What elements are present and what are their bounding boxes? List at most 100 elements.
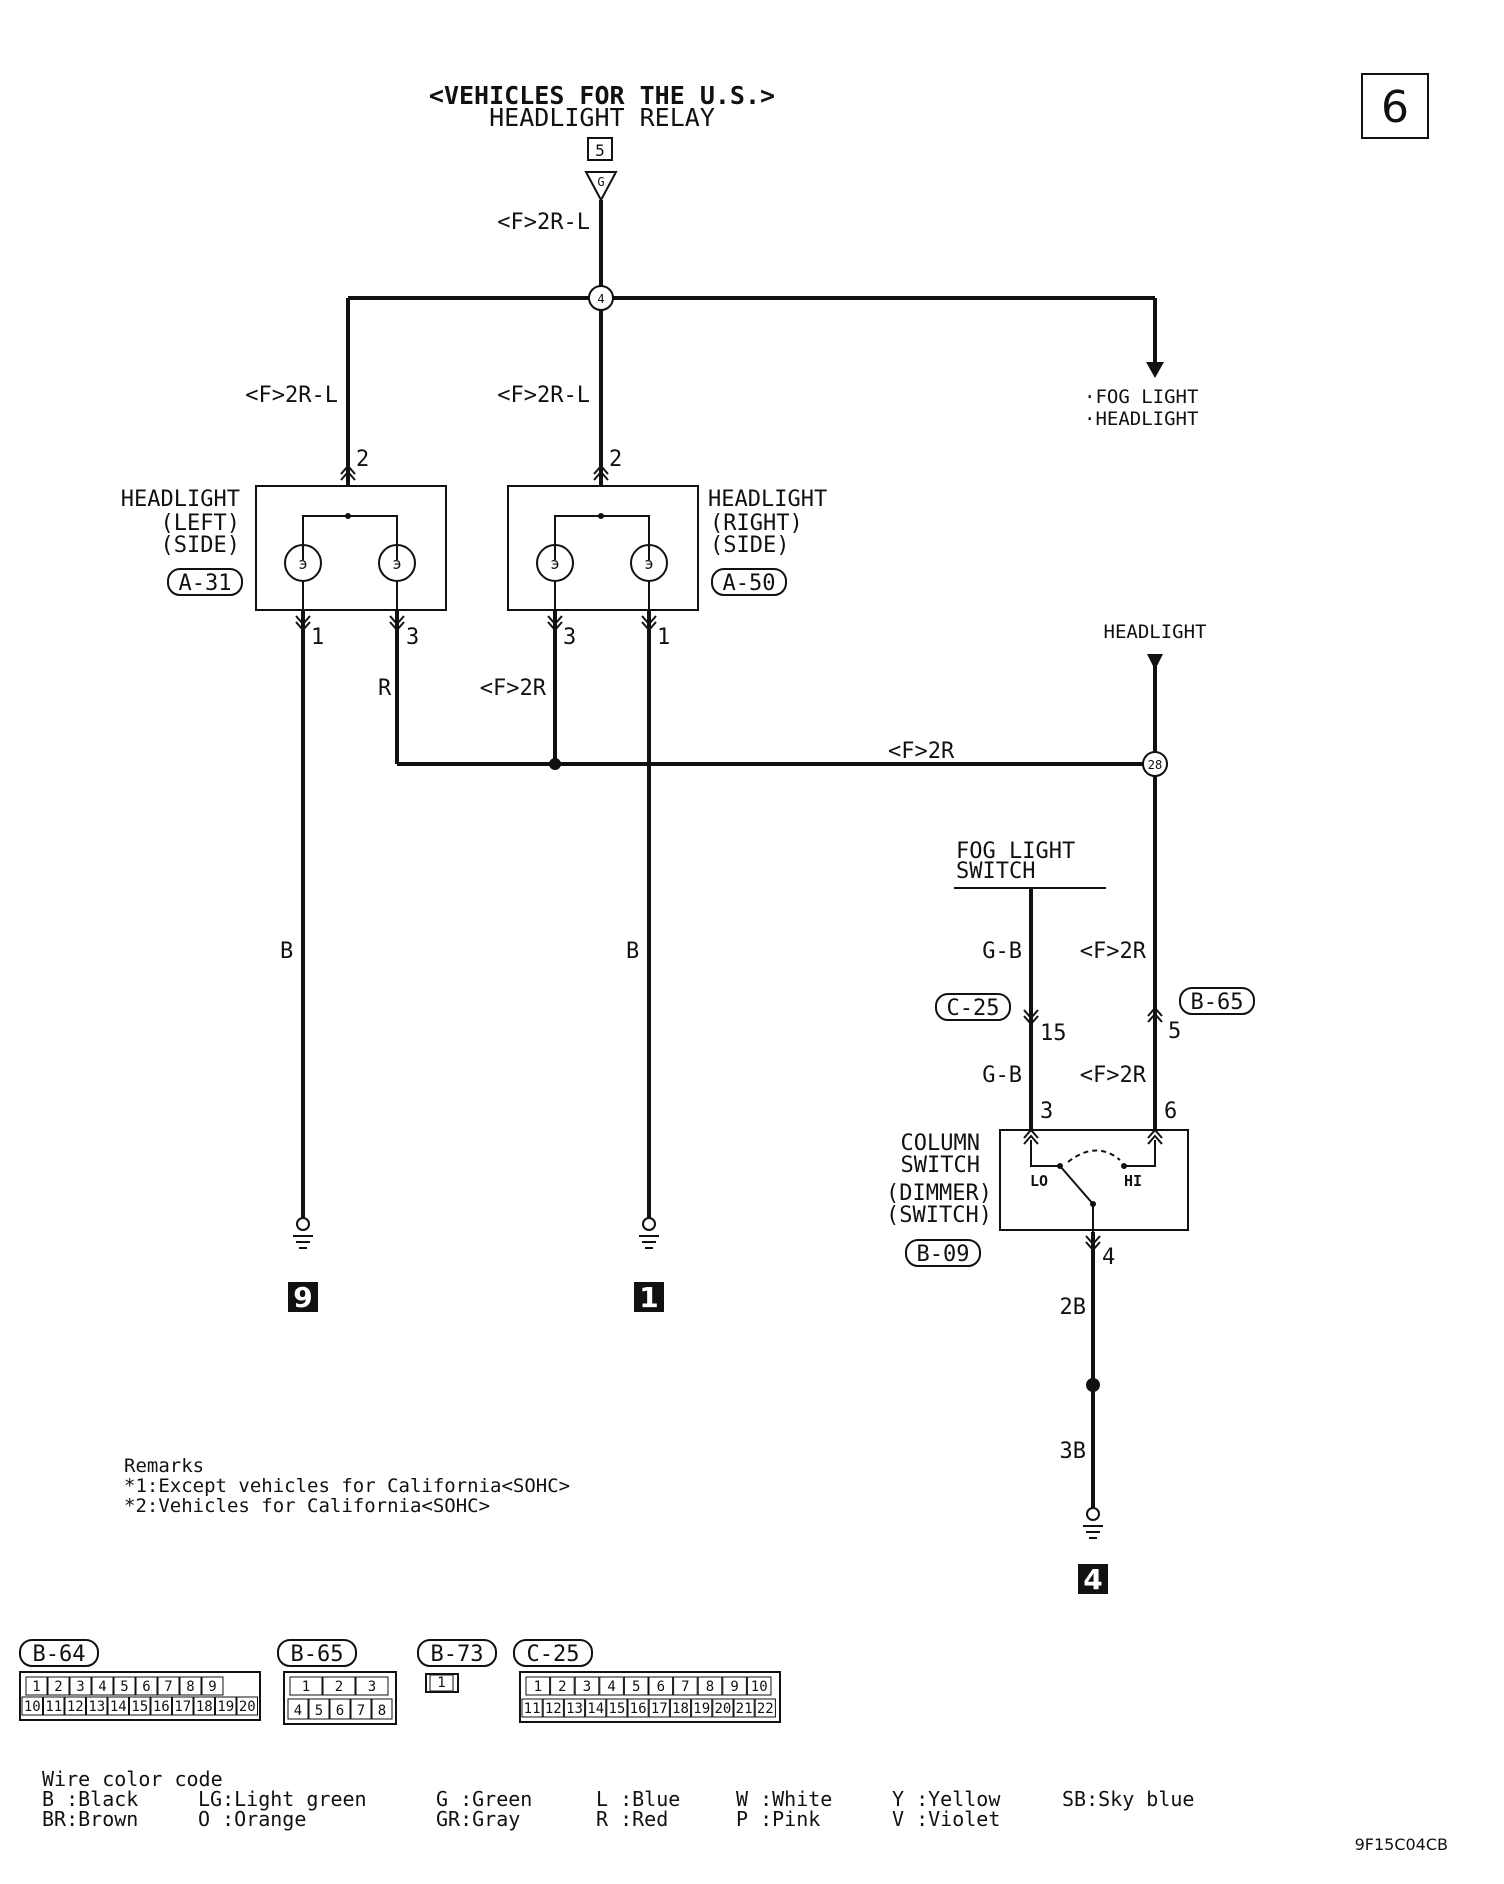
ground-symbol-right bbox=[1083, 1507, 1103, 1539]
column-switch-pin-6: 6 bbox=[1164, 1099, 1177, 1124]
wire-color-entry: V :Violet bbox=[892, 1807, 1000, 1831]
connector-pin-number: 9 bbox=[208, 1679, 216, 1695]
connector-pin-cell bbox=[599, 1676, 624, 1696]
headlight-right-side2: (SIDE) bbox=[710, 533, 789, 558]
wire-color-entry: LG:Light green bbox=[198, 1787, 367, 1811]
connector-pin-cell bbox=[429, 1674, 454, 1692]
right-top-destination: HEADLIGHT bbox=[1104, 621, 1207, 643]
connector-pin-cell bbox=[157, 1676, 180, 1696]
connector-pin-number: 20 bbox=[239, 1699, 256, 1715]
connector-pin-number: 4 bbox=[294, 1703, 302, 1719]
connector-pin-number: 16 bbox=[630, 1701, 647, 1717]
connector-pin-cell bbox=[669, 1698, 692, 1718]
connector-pin-cell bbox=[86, 1696, 108, 1716]
connector-pin-cell bbox=[542, 1698, 564, 1718]
connector-pin-cell bbox=[91, 1676, 114, 1696]
connector-pin-cell bbox=[733, 1698, 755, 1718]
connector-pin-cell bbox=[193, 1696, 215, 1716]
wire-fog-sw-out: G-B bbox=[982, 939, 1022, 964]
branch-item-fog: ·FOG LIGHT bbox=[1084, 386, 1198, 408]
wire-left-feed: <F>2R-L bbox=[245, 383, 338, 408]
headlight-right-pin-1: 1 bbox=[657, 625, 670, 650]
remarks-item-1: *1:Except vehicles for California<SOHC> bbox=[124, 1475, 570, 1497]
svg-text:э: э bbox=[644, 554, 654, 573]
connector-pin-number: 20 bbox=[714, 1701, 731, 1717]
connector-pin-number: 12 bbox=[67, 1699, 84, 1715]
connector-pin-cell bbox=[308, 1698, 330, 1720]
connector-pin-cell bbox=[521, 1698, 543, 1718]
relay-terminal: G bbox=[597, 175, 604, 189]
ground-badge-right: 4 bbox=[1078, 1563, 1108, 1596]
connector-b65: B-65 bbox=[1191, 990, 1244, 1015]
headlight-left-pin-top: 2 bbox=[356, 447, 369, 472]
connector-pin-number: 18 bbox=[672, 1701, 689, 1717]
wire-color-entry: B :Black bbox=[42, 1787, 138, 1811]
connector-pin-cell bbox=[754, 1698, 776, 1718]
connector-pin-number: 18 bbox=[196, 1699, 213, 1715]
connector-pin-cell bbox=[525, 1676, 551, 1696]
connector-pin-cell bbox=[215, 1696, 237, 1716]
connector-pin-cell bbox=[722, 1676, 747, 1696]
page-number: 6 bbox=[1381, 82, 1409, 133]
splice-dot bbox=[549, 758, 561, 770]
wire-fog-sw-out2: G-B bbox=[982, 1063, 1022, 1088]
ground-left-id: 9 bbox=[293, 1281, 312, 1314]
connector-pin-number: 1 bbox=[534, 1679, 542, 1695]
connector-pin-number: 9 bbox=[730, 1679, 738, 1695]
wire-ground-upper: 2B bbox=[1060, 1295, 1087, 1320]
connector-pin-cell bbox=[201, 1676, 224, 1696]
connector-pin-number: 2 bbox=[335, 1679, 343, 1695]
connector-pin-cell bbox=[691, 1698, 713, 1718]
junction-right-label: 28 bbox=[1148, 758, 1162, 772]
connector-view-c25-label: C-25 bbox=[527, 1642, 580, 1667]
wire-right-feed: <F>2R-L bbox=[497, 383, 590, 408]
column-switch-hi: HI bbox=[1124, 1172, 1142, 1190]
connector-pin-cell bbox=[623, 1676, 649, 1696]
connector-pin-number: 7 bbox=[164, 1679, 172, 1695]
column-switch-label-1: COLUMN bbox=[901, 1131, 980, 1156]
ground-symbol-middle bbox=[639, 1217, 659, 1249]
connector-pin-number: 13 bbox=[566, 1701, 583, 1717]
connector-pin-cell bbox=[673, 1676, 698, 1696]
connector-pin-number: 8 bbox=[186, 1679, 194, 1695]
wire-color-entry: L :Blue bbox=[596, 1787, 680, 1811]
headlight-right-pin-top: 2 bbox=[609, 447, 622, 472]
svg-text:э: э bbox=[392, 554, 402, 573]
connector-pin-cell bbox=[43, 1696, 65, 1716]
connector-view-b73-label: B-73 bbox=[431, 1642, 484, 1667]
column-switch-pin-4: 4 bbox=[1102, 1245, 1115, 1270]
connector-view-b64-label: B-64 bbox=[33, 1642, 86, 1667]
connector-pin-cell bbox=[150, 1696, 172, 1716]
junction-right: 28 bbox=[1142, 751, 1168, 777]
headlight-right-name: HEADLIGHT bbox=[708, 487, 827, 512]
relay-name: HEADLIGHT RELAY bbox=[489, 103, 715, 132]
connector-pin-number: 7 bbox=[357, 1703, 365, 1719]
connector-pin-number: 8 bbox=[706, 1679, 714, 1695]
junction-top: 4 bbox=[588, 285, 614, 311]
connector-pin-cell bbox=[627, 1698, 649, 1718]
wire-color-entry: SB:Sky blue bbox=[1062, 1787, 1194, 1811]
connector-pin-cell bbox=[322, 1676, 356, 1696]
connector-pin-number: 3 bbox=[76, 1679, 84, 1695]
connector-pin-cell bbox=[355, 1676, 389, 1696]
wire-dimmer-in: <F>2R bbox=[1080, 939, 1147, 964]
connector-pin-number: 22 bbox=[757, 1701, 774, 1717]
connector-pin-cell bbox=[712, 1698, 734, 1718]
connector-pin-number: 5 bbox=[315, 1703, 323, 1719]
connector-pin-cell bbox=[371, 1698, 393, 1720]
branch-item-headlight: ·HEADLIGHT bbox=[1084, 408, 1198, 430]
connector-pin-number: 8 bbox=[378, 1703, 386, 1719]
page-number-box: 6 bbox=[1361, 73, 1429, 139]
connector-pin-cell bbox=[64, 1696, 86, 1716]
connector-a50: A-50 bbox=[723, 571, 776, 596]
connector-pin-number: 19 bbox=[693, 1701, 710, 1717]
connector-pin-number: 6 bbox=[336, 1703, 344, 1719]
connector-c25-pin: 15 bbox=[1040, 1021, 1067, 1046]
wire-color-entry: O :Orange bbox=[198, 1807, 306, 1831]
connector-pin-number: 5 bbox=[632, 1679, 640, 1695]
connector-pin-number: 16 bbox=[153, 1699, 170, 1715]
connector-pin-number: 15 bbox=[608, 1701, 625, 1717]
connector-arrows bbox=[295, 464, 1163, 1252]
